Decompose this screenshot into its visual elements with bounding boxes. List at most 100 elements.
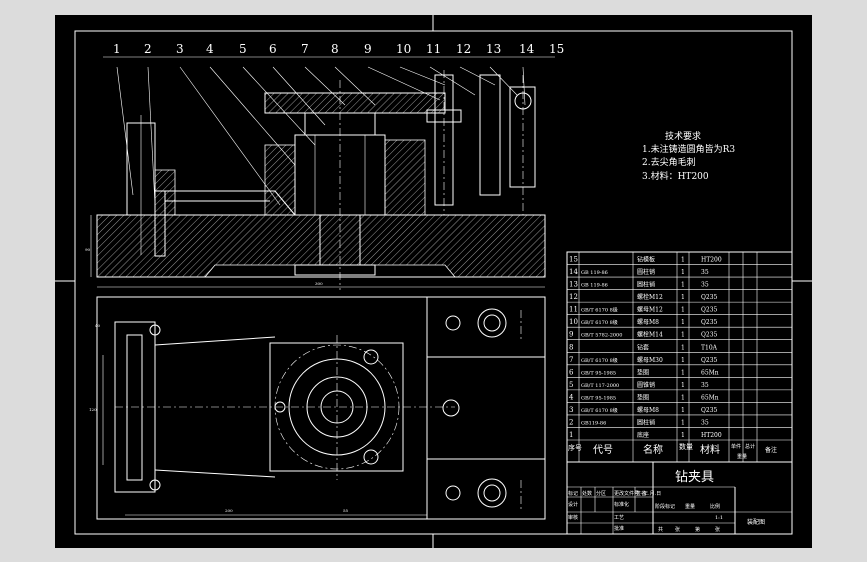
bom-row-7-name: 螺母M30 — [637, 356, 663, 364]
tb-design: 设计 — [568, 501, 578, 508]
tech-req-1: 1.未注铸造圆角皆为R3 — [642, 143, 735, 155]
bom-row-12-no: 12 — [569, 293, 578, 301]
tb-review: 审核 — [568, 514, 578, 521]
tech-req-2: 2.去尖角毛刺 — [642, 156, 696, 168]
bom-row-1-qty: 1 — [681, 432, 685, 439]
bom-h-weight: 重量 — [737, 453, 747, 460]
bom-row-14-no: 14 — [569, 268, 578, 276]
balloon-7: 7 — [301, 42, 309, 56]
balloon-8: 8 — [331, 42, 339, 56]
bom-row-13-qty: 1 — [681, 282, 685, 289]
tb-std: 标准化 — [614, 501, 629, 508]
balloon-12: 12 — [456, 42, 471, 56]
bom-h-name: 名称 — [643, 443, 663, 456]
bom-row-3-code: GB/T 6170 8级 — [581, 407, 618, 414]
bom-row-9-name: 螺栓M14 — [637, 331, 663, 339]
bom-row-15-material: HT200 — [701, 257, 722, 264]
bom-row-11-no: 11 — [569, 306, 578, 314]
tb-mark: 标记 — [568, 490, 578, 497]
bom-row-12-name: 螺栓M12 — [637, 293, 663, 301]
bom-row-11-name: 螺母M12 — [637, 306, 663, 314]
bom-row-6-qty: 1 — [681, 369, 685, 376]
bom-row-9-qty: 1 — [681, 332, 685, 339]
bom-row-10-material: Q235 — [701, 319, 718, 326]
tb-sign: 签名 — [636, 490, 646, 497]
drawing-number: 装配图 — [747, 518, 765, 526]
bom-row-14-name: 圆柱销 — [637, 268, 655, 276]
balloon-14: 14 — [519, 42, 535, 56]
bom-row-2-name: 圆柱销 — [637, 418, 655, 426]
tb-date: 年.月.日 — [643, 490, 661, 497]
bom-row-12-qty: 1 — [681, 294, 685, 301]
balloon-13: 13 — [486, 42, 501, 56]
dim-length: 300 — [315, 281, 323, 286]
bom-row-7-no: 7 — [569, 356, 573, 364]
tb-change: 更改文件号 — [614, 490, 639, 497]
bom-row-4-code: GB/T 95-1985 — [581, 395, 616, 401]
bom-h-total: 总计 — [745, 443, 755, 450]
bom-row-5-code: GB/T 117-2000 — [581, 383, 619, 389]
bom-row-7-material: Q235 — [701, 357, 718, 364]
bom-row-2-no: 2 — [569, 418, 573, 426]
dim-a: 200 — [225, 508, 233, 513]
bom-row-11-material: Q235 — [701, 307, 718, 314]
bom-row-4-qty: 1 — [681, 394, 685, 401]
bom-row-1-material: HT200 — [701, 432, 722, 439]
bom-row-6-material: 65Mn — [701, 369, 719, 376]
tech-requirements: 技术要求 1.未注铸造圆角皆为R3 2.去尖角毛刺 3.材料：HT200 — [642, 130, 735, 182]
dim-height: 90 — [85, 247, 91, 252]
tb-sheets-unit1: 张 — [675, 526, 680, 533]
bom-row-5-qty: 1 — [681, 382, 685, 389]
balloon-2: 2 — [144, 42, 152, 56]
bom-row-8-material: T10A — [701, 344, 718, 351]
bom-row-10-qty: 1 — [681, 319, 685, 326]
balloon-10: 10 — [396, 42, 411, 56]
bom-row-14-material: 35 — [701, 269, 709, 276]
top-view: 200 55 120 40 — [89, 296, 546, 520]
bom-row-4-no: 4 — [569, 393, 574, 401]
tb-approve: 批准 — [614, 525, 624, 532]
dim-b: 55 — [343, 508, 349, 513]
bom-row-14-qty: 1 — [681, 269, 685, 276]
bom-row-10-code: GB/T 6170 8级 — [581, 319, 618, 326]
tb-weight: 重量 — [685, 503, 695, 510]
bom-h-remark: 备注 — [765, 446, 777, 454]
balloon-15: 15 — [549, 42, 564, 56]
balloon-11: 11 — [426, 42, 441, 56]
tb-count: 处数 — [582, 490, 592, 497]
bom-row-15-qty: 1 — [681, 257, 685, 264]
bom-row-6-code: GB/T 95-1985 — [581, 370, 616, 376]
bom-row-1-no: 1 — [569, 431, 573, 439]
bom-row-9-no: 9 — [569, 331, 573, 339]
bom-row-15-no: 15 — [569, 256, 578, 264]
tb-scale-label: 比例 — [710, 503, 720, 510]
bom-row-8-qty: 1 — [681, 344, 685, 351]
bom-row-10-no: 10 — [569, 318, 578, 326]
tb-process: 工艺 — [614, 515, 624, 521]
dim-d: 40 — [95, 323, 101, 328]
bom-row-4-name: 垫圈 — [637, 393, 649, 401]
bom-row-2-qty: 1 — [681, 419, 685, 426]
bom-row-5-material: 35 — [701, 382, 709, 389]
balloon-3: 3 — [176, 42, 184, 56]
balloon-1: 1 — [113, 42, 121, 56]
bom-row-9-code: GB/T 5782-2000 — [581, 333, 622, 339]
bom-row-4-material: 65Mn — [701, 394, 719, 401]
bom-h-single: 单件 — [731, 443, 741, 450]
tb-sheets-total: 共 — [658, 526, 663, 533]
balloon-5: 5 — [239, 42, 247, 56]
bom-row-3-name: 螺母M8 — [637, 406, 659, 414]
tb-stage: 阶段标记 — [655, 503, 675, 510]
bom-row-10-name: 螺母M8 — [637, 318, 659, 326]
bom-row-13-code: GB 119-86 — [581, 283, 608, 289]
bom-row-3-qty: 1 — [681, 407, 685, 414]
bom-row-14-code: GB 119-86 — [581, 270, 608, 276]
bom-row-13-name: 圆柱销 — [637, 281, 655, 289]
bom-row-6-name: 垫圈 — [637, 368, 649, 376]
bom-row-3-no: 3 — [569, 406, 573, 414]
front-view: 300 90 — [85, 66, 546, 290]
